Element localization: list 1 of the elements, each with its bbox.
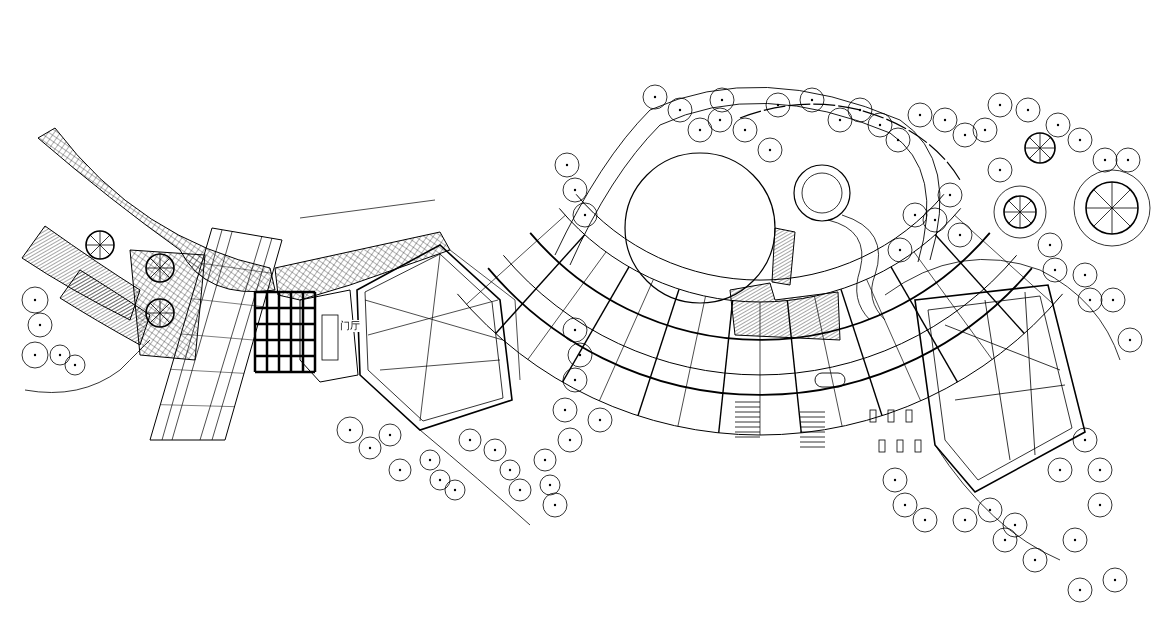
room-label: 门厅 [340,320,360,332]
